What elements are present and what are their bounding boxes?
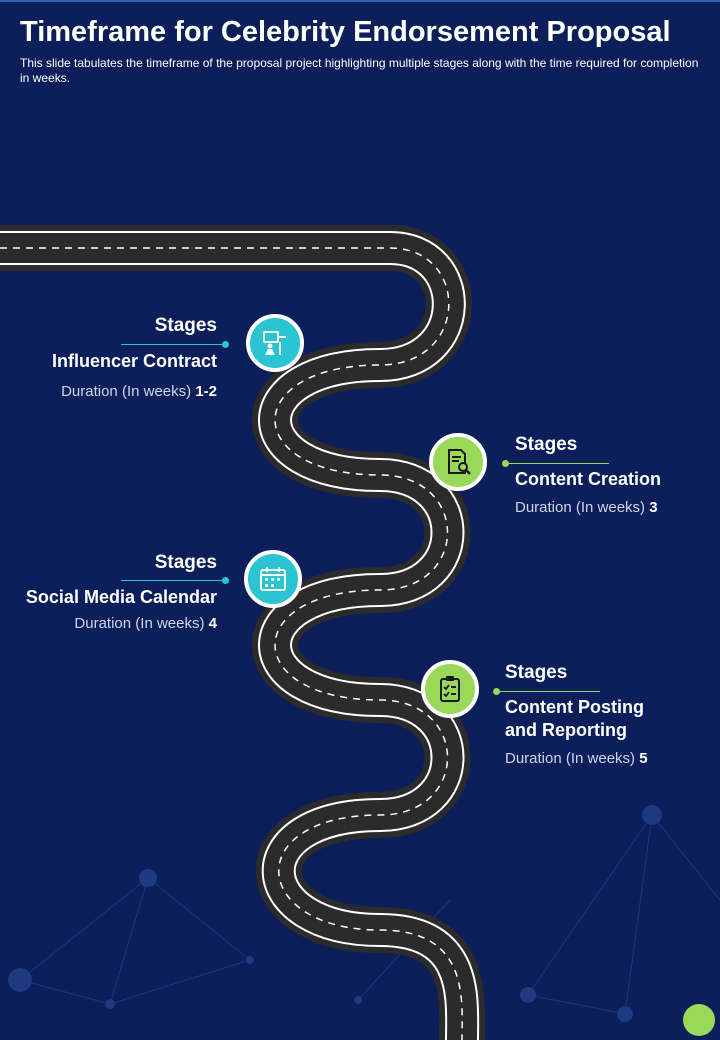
document-search-icon [448, 449, 471, 475]
stage-2-connector-line [505, 463, 609, 464]
stage-2-icon-circle [429, 433, 487, 491]
clipboard-checklist-icon [440, 676, 460, 702]
stage-1-heading: Stages [154, 315, 217, 336]
stage-1-duration-value: 1-2 [195, 383, 217, 400]
stage-3-text: Stages [0, 552, 217, 574]
stage-3-duration-label: Duration (In weeks) [74, 615, 205, 632]
stage-1-details: Influencer Contract Duration (In weeks) … [0, 350, 217, 400]
stage-2-text: Stages [515, 434, 715, 456]
stage-2-details: Content Creation Duration (In weeks) 3 [515, 468, 715, 516]
page-title: Timeframe for Celebrity Endorsement Prop… [20, 16, 671, 48]
stage-1-duration: Duration (In weeks) 1-2 [0, 383, 217, 400]
stage-4-icon-circle [421, 660, 479, 718]
stage-4-duration: Duration (In weeks) 5 [505, 750, 715, 767]
stage-1-connector-dot [222, 341, 229, 348]
stage-1-connector-line [121, 344, 225, 345]
stage-3-icon-circle [244, 550, 302, 608]
stage-1-duration-label: Duration (In weeks) [61, 383, 192, 400]
stage-2-duration: Duration (In weeks) 3 [515, 499, 715, 516]
stage-1-icon-circle [246, 314, 304, 372]
road-center-dashes [0, 247, 463, 1040]
stage-4-details: Content Posting and Reporting Duration (… [505, 696, 715, 767]
stage-2-name: Content Creation [515, 469, 661, 489]
stage-3-details: Social Media Calendar Duration (In weeks… [0, 586, 217, 632]
calendar-icon [260, 567, 286, 591]
stage-4-name-line-2: and Reporting [505, 720, 627, 740]
stage-4-duration-label: Duration (In weeks) [505, 750, 636, 767]
stage-3-duration-value: 4 [208, 615, 217, 632]
stage-3-connector-dot [222, 577, 229, 584]
stage-4-heading: Stages [505, 662, 568, 683]
top-accent-line [0, 0, 720, 2]
network-nodes [8, 805, 662, 1022]
stage-4-text: Stages [505, 662, 715, 684]
stage-3-name: Social Media Calendar [25, 587, 217, 607]
stage-3-connector-line [121, 580, 225, 581]
stage-4-name-line-1: Content Posting [505, 697, 644, 717]
stage-2-heading: Stages [515, 434, 578, 455]
stage-2-duration-value: 3 [649, 499, 658, 516]
stage-1-text: Stages [0, 315, 217, 337]
stage-4-duration-value: 5 [639, 750, 648, 767]
stage-3-heading: Stages [154, 552, 217, 573]
page-subtitle: This slide tabulates the timeframe of th… [20, 56, 699, 85]
stage-2-duration-label: Duration (In weeks) [515, 499, 646, 516]
stage-4-connector-line [496, 691, 600, 692]
contract-handshake-icon [263, 331, 286, 355]
corner-accent-dot [683, 1004, 715, 1036]
stage-1-name: Influencer Contract [51, 351, 217, 371]
network-decoration [19, 814, 720, 1015]
stage-3-duration: Duration (In weeks) 4 [0, 615, 217, 632]
